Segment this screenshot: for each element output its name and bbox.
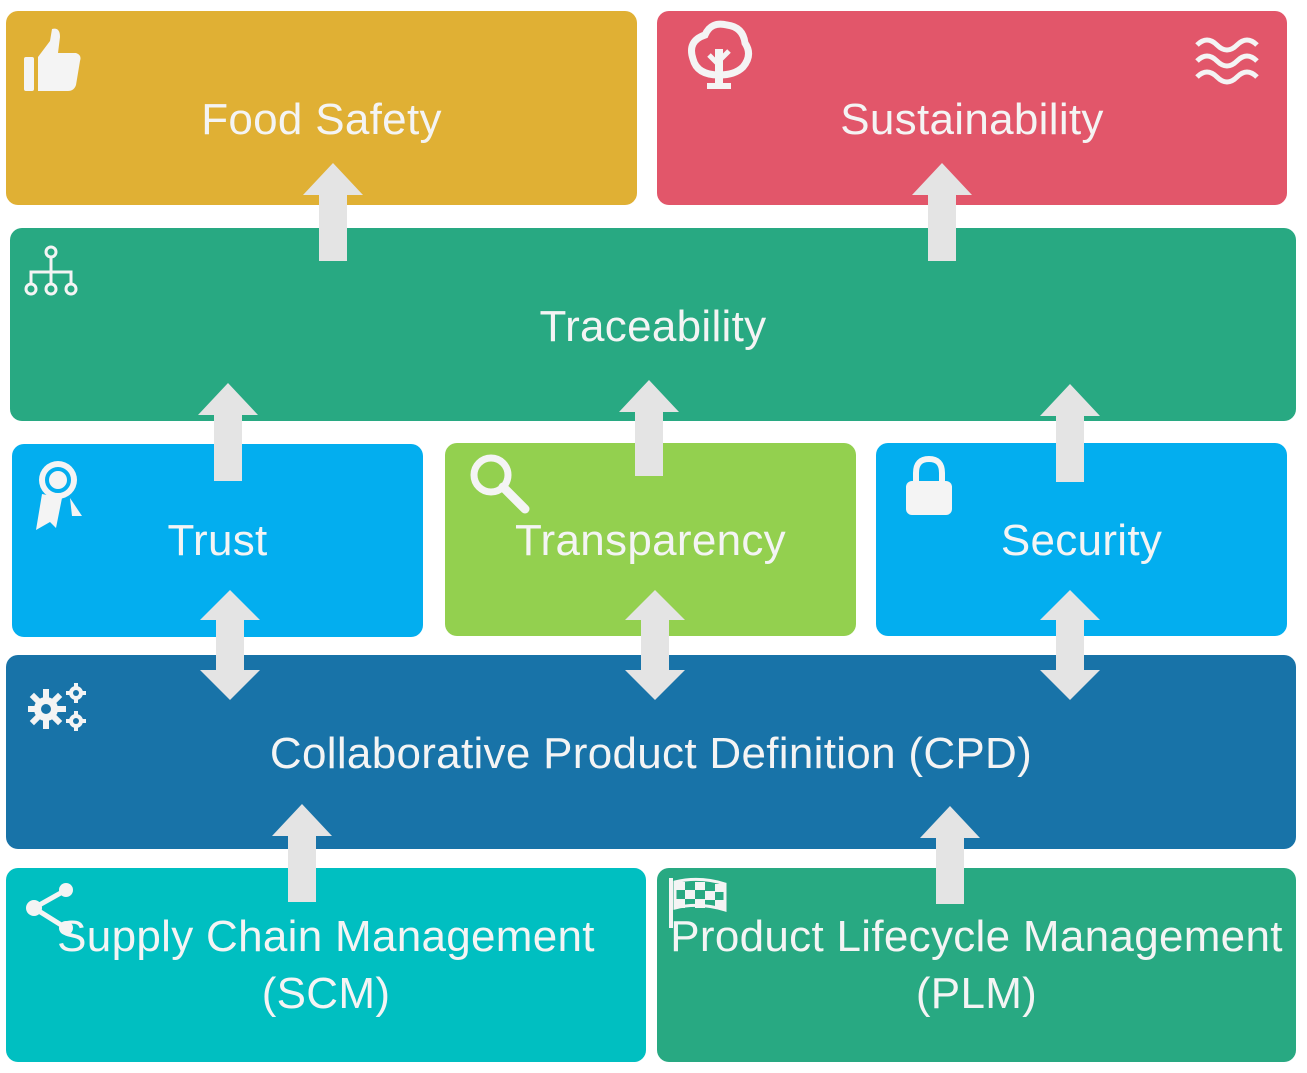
arrow-scm-to-cpd [272, 804, 332, 902]
food-safety-box: Food Safety [6, 11, 637, 205]
checkered-flag-icon [669, 877, 727, 928]
plm-box: Product Lifecycle Management (PLM) [657, 868, 1296, 1062]
arrow-traceability-to-sustainability [912, 163, 972, 261]
scm-label: Supply Chain Management (SCM) [57, 912, 595, 1019]
security-label: Security [1000, 516, 1163, 565]
food-safety-label: Food Safety [201, 95, 442, 144]
share-icon [26, 883, 73, 935]
sustainability-label: Sustainability [840, 95, 1104, 144]
trust-label: Trust [167, 516, 268, 565]
double-arrow-security-cpd [1040, 590, 1100, 700]
padlock-icon [906, 455, 952, 515]
thumbs-up-icon [24, 28, 81, 92]
double-arrow-trust-cpd [200, 590, 260, 700]
traceability-label: Traceability [539, 302, 767, 351]
arrow-traceability-to-food-safety [303, 163, 363, 261]
hierarchy-icon [24, 245, 78, 296]
cpd-label: Collaborative Product Definition (CPD) [269, 729, 1033, 778]
magnifier-icon [470, 454, 530, 514]
arrow-plm-to-cpd [920, 806, 980, 904]
tree-icon [688, 20, 752, 89]
water-waves-icon [1195, 37, 1259, 85]
arrow-security-to-traceability [1040, 384, 1100, 482]
gears-icon [28, 683, 86, 731]
arrow-trust-to-traceability [198, 383, 258, 481]
double-arrow-transparency-cpd [625, 590, 685, 700]
scm-box: Supply Chain Management (SCM) [6, 868, 646, 1062]
arrow-transparency-to-traceability [619, 380, 679, 476]
plm-label: Product Lifecycle Management (PLM) [670, 912, 1283, 1019]
transparency-label: Transparency [515, 516, 786, 565]
sustainability-box: Sustainability [657, 11, 1287, 205]
award-ribbon-icon [36, 461, 82, 530]
